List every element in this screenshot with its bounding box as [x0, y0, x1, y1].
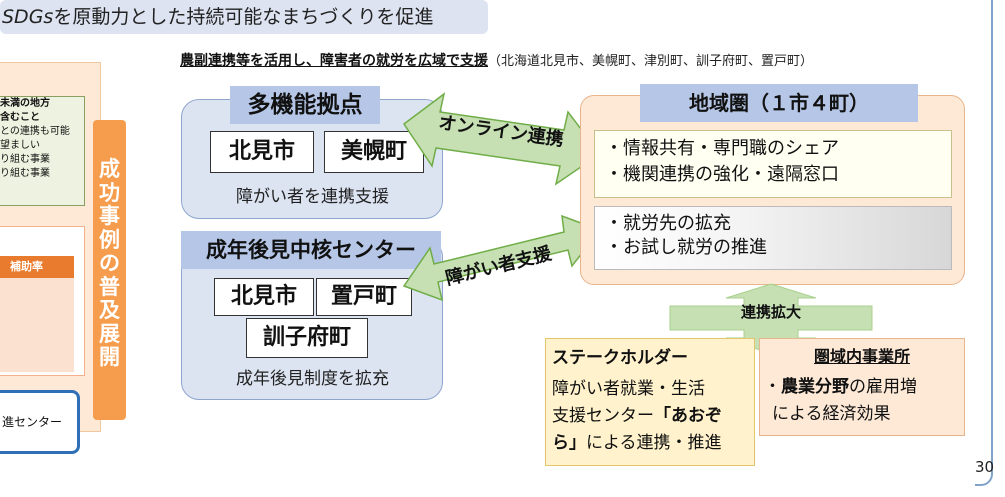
success-case-band: 成 功 事 例 の 普 及 展 開 [93, 120, 126, 420]
stakeholder-text: 支援センター [552, 406, 654, 426]
band-char: 及 [99, 298, 120, 322]
band-char: 開 [99, 345, 120, 369]
business-box [759, 338, 965, 436]
region-info-box: ・情報共有・専門職のシェア ・機関連携の強化・遠隔窓口 [594, 130, 952, 198]
city-kunneppu: 訓子府町 [246, 318, 368, 358]
subsidy-rows [0, 278, 74, 372]
city-kitami: 北見市 [210, 131, 314, 173]
left-line: 含むこと [0, 112, 40, 123]
hub-title: 多機能拠点 [230, 86, 380, 124]
region-employment-box: ・就労先の拡充 ・お試し就労の推進 [594, 206, 952, 270]
region-item: ・就労先の拡充 [605, 213, 731, 234]
city-bihoro: 美幌町 [324, 131, 424, 173]
business-body: ・農業分野の雇用増 による経済効果 [764, 374, 964, 434]
city-kitami: 北見市 [214, 278, 314, 316]
hub-caption: 障がい者を連携支援 [236, 187, 389, 207]
stakeholder-line: 障がい者就業・生活 [552, 379, 705, 399]
business-title-text: 圏域内事業所 [813, 347, 910, 366]
left-line: り組む事業 [0, 154, 50, 165]
heading-sub: （北海道北見市、美幌町、津別町、訓子府町、置戸町） [488, 54, 814, 69]
business-strong: 農業分野 [781, 377, 849, 397]
band-char: 功 [99, 180, 120, 205]
left-line: との連携も可能 [0, 126, 70, 137]
region-item: ・お試し就労の推進 [605, 237, 767, 258]
business-text: の雇用増 [849, 377, 917, 397]
band-char: 普 [99, 274, 120, 299]
subsidy-rate-header: 補助率 [0, 256, 74, 278]
city-oketo: 置戸町 [316, 278, 412, 316]
banner-prefix: SDGs [2, 6, 54, 28]
region-item: ・機関連携の強化・遠隔窓口 [605, 164, 839, 185]
stakeholder-title: ステークホルダー [552, 348, 688, 368]
left-line: 未満の地方 [0, 98, 50, 109]
business-line: ・農業分野の雇用増 [764, 374, 964, 401]
left-line: り組む事業 [0, 168, 50, 179]
guardianship-caption: 成年後見制度を拡充 [236, 369, 389, 389]
slide-frame [975, 0, 993, 486]
stakeholder-org: 「あおぞ [654, 406, 722, 426]
business-title: 圏域内事業所 [759, 343, 965, 369]
expand-arrow-label: 連携拡大 [740, 303, 801, 321]
page-number: 30 [975, 458, 995, 476]
stakeholder-box [545, 338, 755, 466]
guardianship-title: 成年後見中核センター [181, 231, 441, 269]
region-item: ・情報共有・専門職のシェア [605, 138, 839, 159]
band-char: 展 [99, 321, 120, 346]
stakeholder-text: による連携・推進 [586, 433, 722, 453]
heading-main: 農副連携等を活用し、障害者の就労を広域で支援 [180, 53, 488, 69]
band-char: 成 [99, 157, 120, 181]
band-char: の [99, 251, 120, 275]
band-char: 事 [99, 204, 120, 228]
banner-text: を原動力とした持続可能なまちづくりを促進 [53, 6, 434, 28]
left-line: 望ましい [0, 140, 40, 151]
stakeholder-org: ら」 [552, 433, 586, 453]
section-heading: 農副連携等を活用し、障害者の就労を広域で支援（北海道北見市、美幌町、津別町、訓子… [180, 50, 975, 72]
business-bullet: ・ [764, 377, 781, 397]
stakeholder-line: 支援センター「あおぞ [552, 403, 752, 430]
region-title: 地域圏（１市４町） [640, 84, 918, 122]
stakeholder-body: 障がい者就業・生活 支援センター「あおぞ ら」による連携・推進 [552, 376, 752, 462]
left-center-box: 進センター [0, 390, 80, 454]
stakeholder-line: ら」による連携・推進 [552, 430, 752, 457]
business-line: による経済効果 [772, 404, 891, 424]
banner: SDGsを原動力とした持続可能なまちづくりを促進 [0, 0, 488, 34]
band-char: 例 [99, 227, 120, 252]
left-requirements-box: 未満の地方 含むこと との連携も可能 望ましい り組む事業 り組む事業 [0, 96, 85, 206]
